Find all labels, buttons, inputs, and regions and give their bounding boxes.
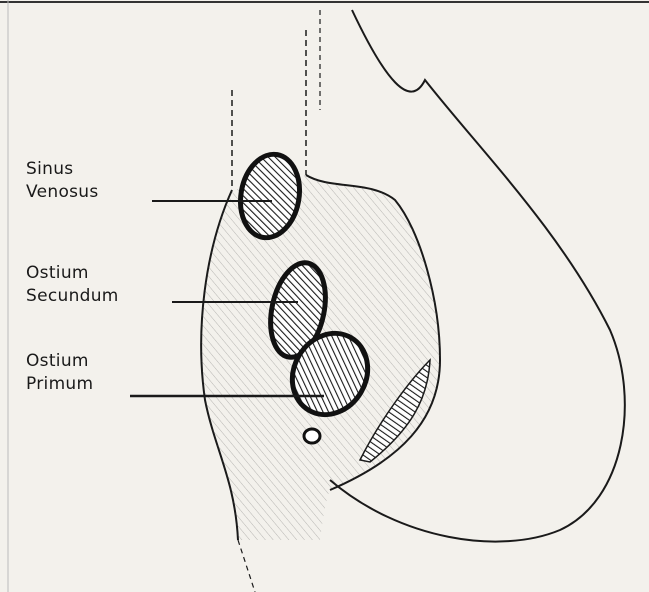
label-ostium-secundum: Ostium Secundum	[26, 262, 119, 308]
label-ostium-primum-line1: Ostium	[26, 350, 93, 373]
label-sinus-venosus-line1: Sinus	[26, 158, 99, 181]
label-ostium-primum-line2: Primum	[26, 373, 93, 396]
label-ostium-secundum-line1: Ostium	[26, 262, 119, 285]
label-ostium-primum: Ostium Primum	[26, 350, 93, 396]
label-sinus-venosus: Sinus Venosus	[26, 158, 99, 204]
ivc-left-wall	[238, 540, 255, 592]
label-ostium-secundum-line2: Secundum	[26, 285, 119, 308]
label-sinus-venosus-line2: Venosus	[26, 181, 99, 204]
coronary-sinus-opening	[304, 429, 320, 443]
